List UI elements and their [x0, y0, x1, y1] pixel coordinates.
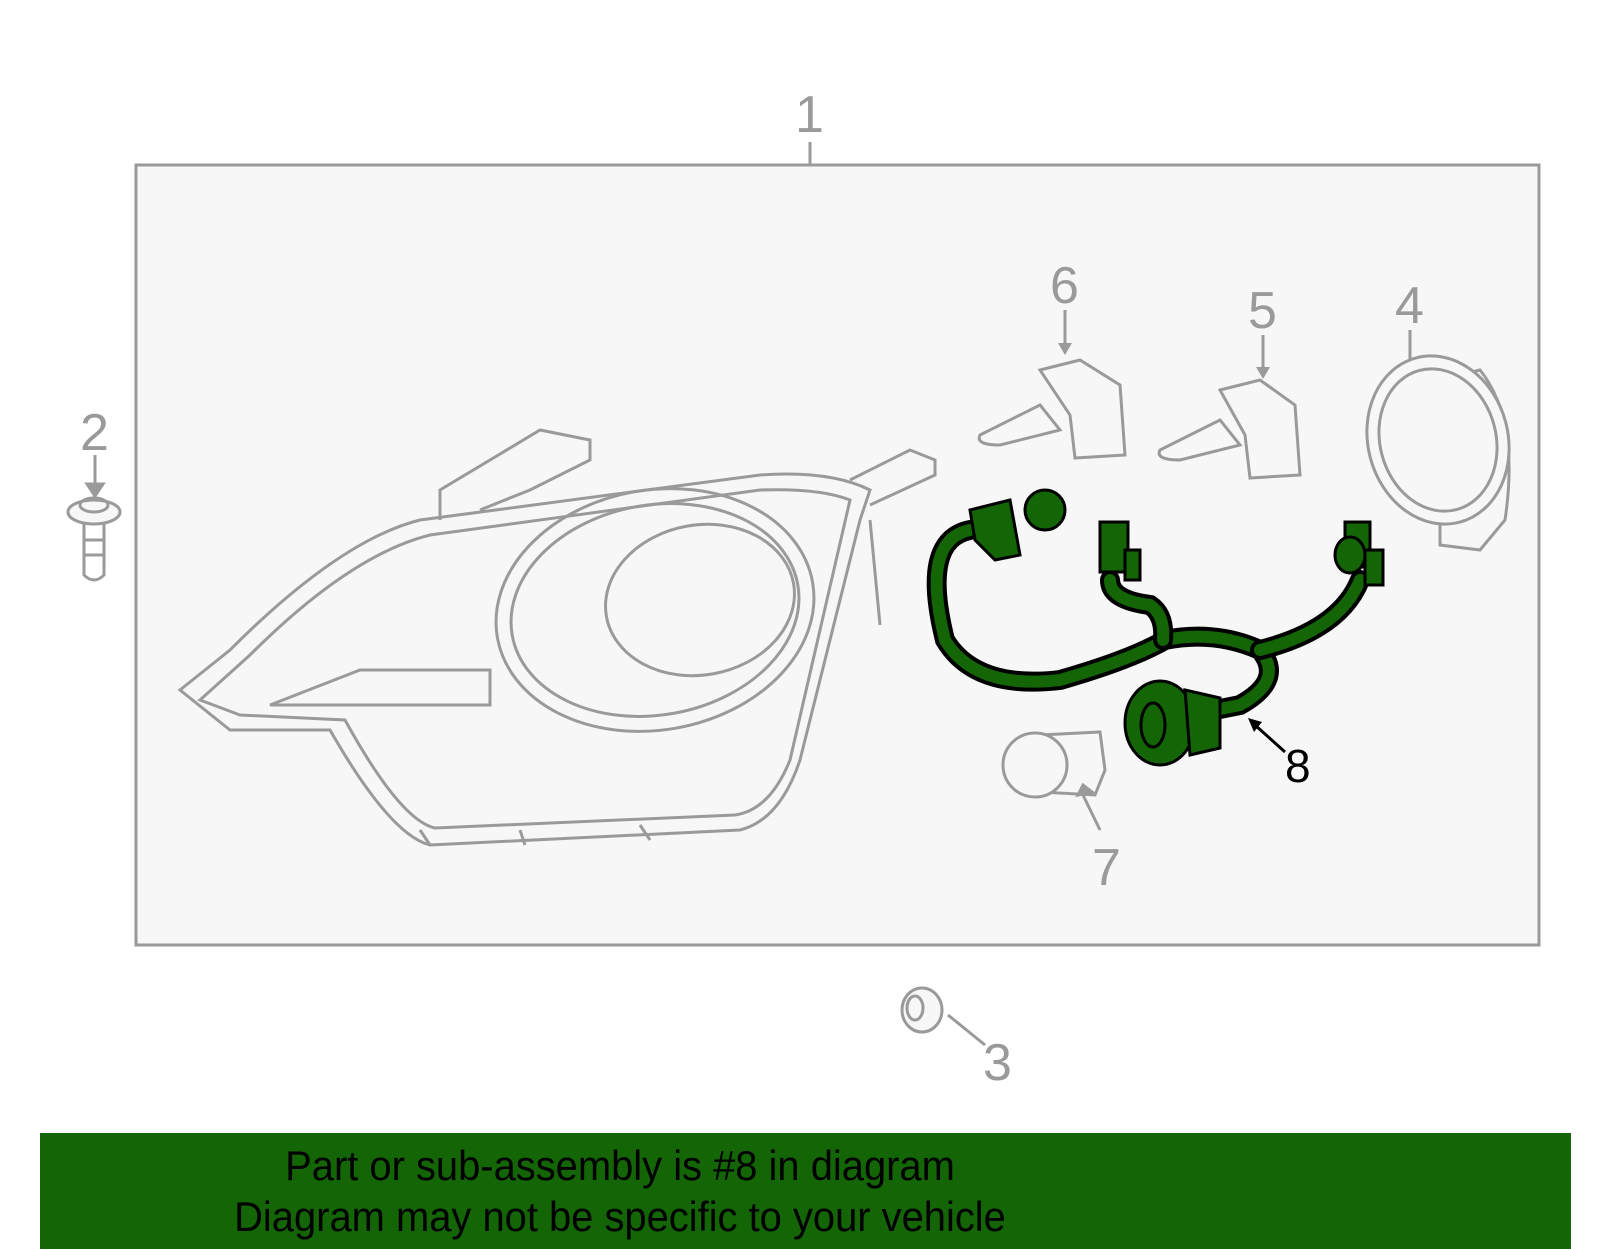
callout-7: 7 — [1092, 839, 1121, 897]
callout-3: 3 — [983, 1034, 1012, 1092]
callout-8: 8 — [1285, 740, 1311, 792]
callout-2: 2 — [80, 404, 109, 462]
dust-cap-icon — [1365, 354, 1511, 552]
bulb-6-icon — [977, 358, 1127, 460]
callout-5: 5 — [1248, 282, 1277, 340]
notice-line-disclaimer: Diagram may not be specific to your vehi… — [234, 1193, 1006, 1240]
callout-4: 4 — [1395, 277, 1424, 335]
headlamp-assembly — [177, 428, 937, 847]
nut-icon — [900, 986, 986, 1047]
callout-6: 6 — [1050, 257, 1079, 315]
bulb-5-icon — [1157, 378, 1302, 480]
notice-banner: Part or sub-assembly is #8 in diagram Di… — [40, 1133, 1571, 1249]
wiring-harness-highlighted — [926, 488, 1385, 767]
callout-1: 1 — [795, 86, 824, 144]
screw-icon — [66, 455, 122, 582]
bulb-7-icon — [1001, 730, 1107, 831]
notice-line-part: Part or sub-assembly is #8 in diagram — [285, 1142, 955, 1189]
